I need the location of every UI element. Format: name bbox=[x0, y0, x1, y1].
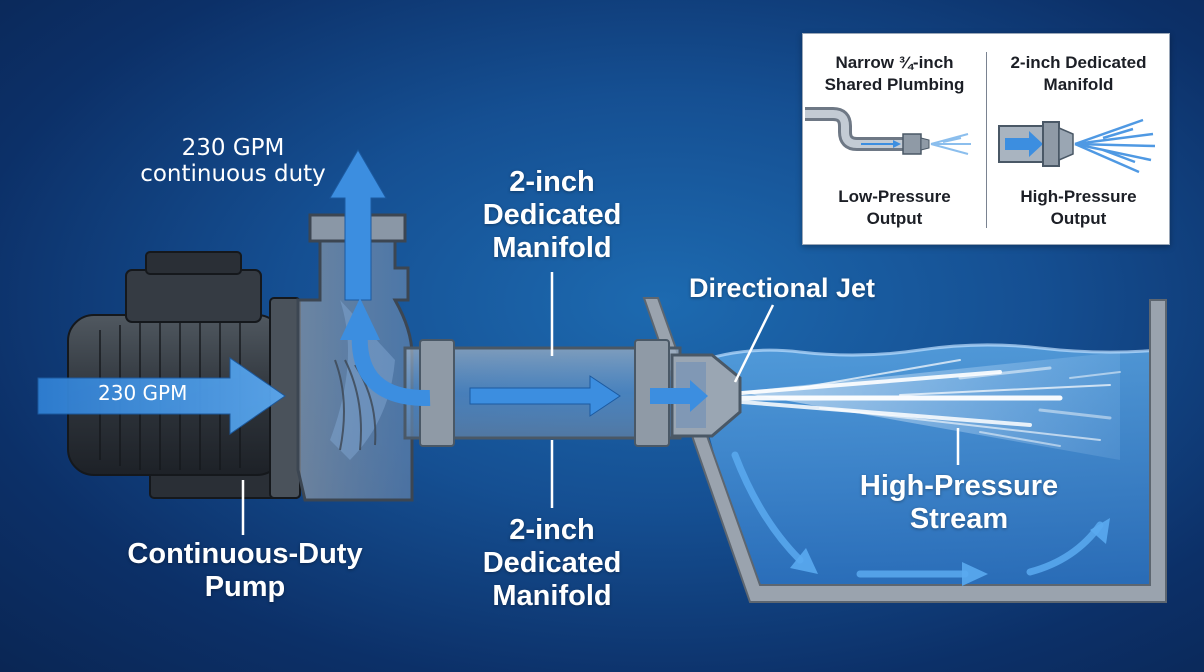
pump-motor bbox=[67, 251, 301, 499]
pipe-flow-arrow bbox=[469, 375, 621, 417]
turn-flow-arrowhead bbox=[340, 298, 380, 340]
manifold-top-line3: Manifold bbox=[492, 231, 612, 264]
stream-label: High-Pressure Stream bbox=[835, 470, 1083, 536]
current-arrowhead-down bbox=[790, 548, 818, 574]
manifold-bottom-line3: Manifold bbox=[492, 579, 612, 612]
inset-right-caption-line2: Output bbox=[1050, 208, 1107, 228]
flow-rate-line1: 230 GPM bbox=[181, 135, 285, 161]
narrow-pipe-illustration bbox=[805, 107, 971, 155]
inset-right-caption-line1: High-Pressure bbox=[1020, 187, 1137, 206]
comparison-inset: Narrow ¾-inch Shared Plumbing 2-inch Ded… bbox=[802, 33, 1170, 245]
manifold-top-line2: Dedicated bbox=[482, 198, 622, 231]
inset-left-caption: Low-Pressure Output bbox=[807, 186, 982, 230]
manifold-label-top: 2-inch Dedicated Manifold bbox=[452, 166, 652, 264]
leader-lines bbox=[241, 272, 960, 535]
manifold-top-line1: 2-inch bbox=[509, 166, 595, 198]
inset-right-title-line2: Manifold bbox=[1043, 74, 1114, 94]
turn-flow-arrow bbox=[351, 329, 431, 407]
inset-left-title-line2: Shared Plumbing bbox=[824, 74, 965, 94]
current-arrowhead-floor bbox=[962, 562, 988, 586]
stream-line2: Stream bbox=[909, 502, 1009, 535]
flow-arrows bbox=[37, 149, 708, 435]
flow-rate-line2: continuous duty bbox=[140, 161, 326, 188]
manifold-label-bottom: 2-inch Dedicated Manifold bbox=[452, 514, 652, 612]
inset-left-title-line1: Narrow ¾-inch bbox=[835, 53, 954, 72]
current-arrow-down bbox=[731, 451, 804, 564]
water-surface bbox=[689, 343, 1161, 367]
directional-jet-label: Directional Jet bbox=[688, 273, 876, 303]
inset-right-title: 2-inch Dedicated Manifold bbox=[991, 52, 1166, 96]
wide-pipe-illustration bbox=[998, 118, 1156, 174]
jet-streaks bbox=[739, 359, 1121, 447]
current-arrowhead-up bbox=[1090, 518, 1110, 544]
motor-junction-box bbox=[125, 269, 262, 323]
inset-left-caption-line2: Output bbox=[866, 208, 923, 228]
discharge-up-arrow bbox=[329, 149, 387, 301]
pump-line2: Pump bbox=[204, 570, 286, 603]
pump-label: Continuous-Duty Pump bbox=[100, 538, 390, 604]
inset-divider bbox=[986, 52, 987, 228]
manifold-bottom-line1: 2-inch bbox=[509, 514, 595, 546]
inset-left-caption-line1: Low-Pressure bbox=[838, 187, 951, 206]
nozzle-flow-arrow bbox=[650, 380, 708, 412]
flow-rate-callout: 230 GPM continuous duty bbox=[120, 135, 346, 188]
inset-left-title: Narrow ¾-inch Shared Plumbing bbox=[807, 52, 982, 96]
inlet-flow-label: 230 GPM bbox=[98, 381, 188, 405]
inset-right-title-line1: 2-inch Dedicated bbox=[1010, 53, 1147, 72]
motor-junction-lid bbox=[145, 251, 242, 275]
tank-current-arrowheads bbox=[790, 518, 1110, 586]
inset-illustrations bbox=[805, 107, 1156, 174]
pump-line1: Continuous-Duty bbox=[127, 538, 363, 570]
jet-stream bbox=[738, 352, 1121, 460]
inset-right-caption: High-Pressure Output bbox=[991, 186, 1166, 230]
jet-cone bbox=[738, 352, 1120, 460]
jet-leader bbox=[733, 304, 775, 383]
manifold-bottom-line2: Dedicated bbox=[482, 546, 622, 579]
stream-line1: High-Pressure bbox=[859, 470, 1059, 502]
inlet-flow-arrow bbox=[37, 357, 286, 435]
